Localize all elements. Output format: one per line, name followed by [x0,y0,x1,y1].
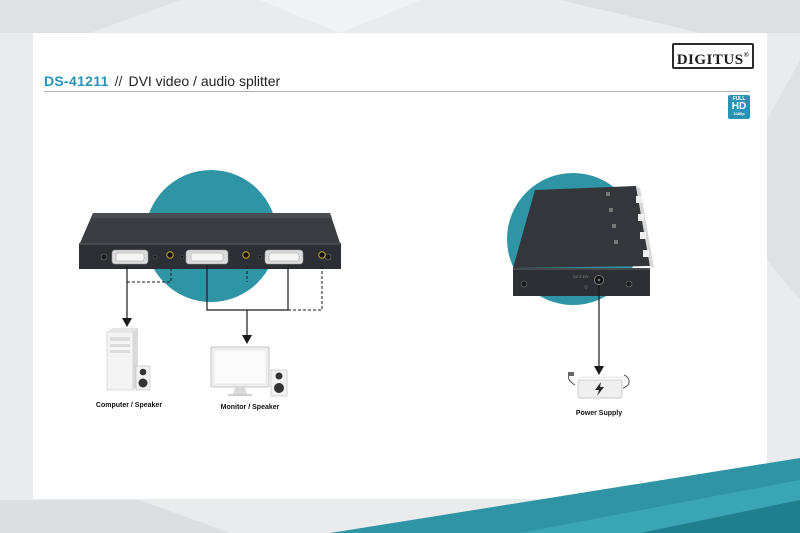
splitter-device-back [79,213,341,269]
caption-monitor: Monitor / Speaker [221,404,280,411]
badge-line-2: HD [731,101,747,112]
lightning-icon [595,382,604,396]
logo-text: DIGITUS [676,52,744,68]
dvi-port-output-2 [264,249,304,265]
product-title: DVI video / audio splitter [128,73,281,89]
caption-power: Power Supply [576,410,622,417]
power-adapter-icon [567,372,630,399]
speaker-icon [135,365,151,391]
splitter-device-front: DC 5 12V [513,186,654,296]
speaker-icon [270,369,288,397]
arrow-to-computer [122,318,132,327]
computer-tower-icon [106,328,138,391]
arrow-to-monitor [242,335,252,344]
audio-jack-output-2 [318,251,326,259]
full-hd-badge: FULL HD 1080p [728,95,750,119]
heading-separator: // [114,73,123,89]
dvi-port-input [111,249,149,265]
badge-line-3: 1080p [733,111,745,116]
badge-line-1: FULL [732,96,746,102]
page-heading: DS-41211 // DVI video / audio splitter [44,73,280,89]
caption-computer: Computer / Speaker [96,402,162,409]
dc-input-label: DC 5 12V [573,275,589,279]
audio-jack-input [166,251,174,259]
dvi-port-output-1 [185,249,229,265]
heading-rule [44,91,750,92]
arrow-to-power [594,366,604,375]
monitor-icon [210,346,270,396]
logo-registered-mark: ® [743,51,750,59]
audio-jack-output-1 [242,251,250,259]
digitus-logo: DIGITUS® [672,43,754,69]
model-number: DS-41211 [44,73,109,89]
connection-lines [126,266,323,335]
